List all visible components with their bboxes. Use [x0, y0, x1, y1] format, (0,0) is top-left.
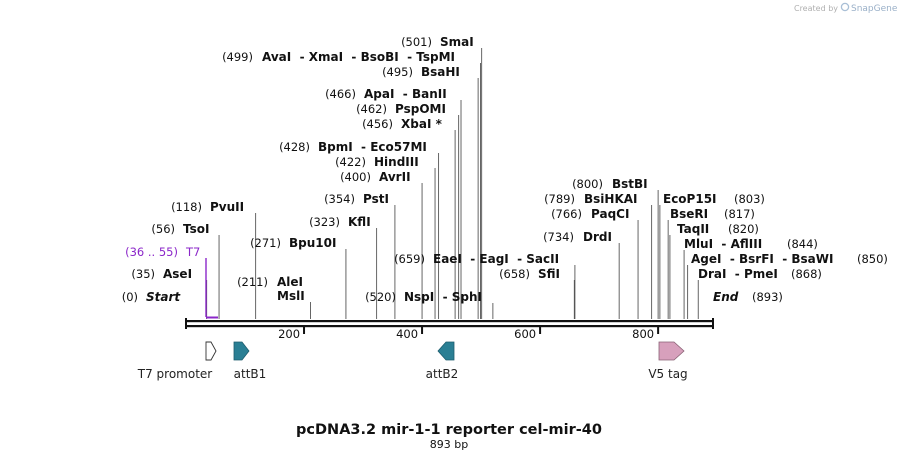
snapgene-credit: Created by SnapGene [794, 2, 898, 14]
site-name-msli: MslI [277, 289, 305, 303]
site-pos-start: (0) [122, 290, 138, 304]
site-name-agei: AgeI - BsrFI - BsaWI [691, 252, 833, 266]
primer-pos: (36 .. 55) [125, 245, 178, 259]
site-name-smai: SmaI [440, 35, 474, 49]
site-name-mlui: MluI - AflIII [684, 237, 762, 251]
site-pos-psppomi: (462) [356, 102, 387, 116]
scale-tick-label: 800 [632, 327, 654, 341]
site-name-hindiii: HindIII [374, 155, 419, 169]
feature-arrow-attb1 [233, 341, 250, 361]
site-name-pvuii: PvuII [210, 200, 244, 214]
site-name-eaei: EaeI - EagI - SacII [433, 252, 559, 266]
site-pos-sfii: (658) [499, 267, 530, 281]
site-pos-pvuii: (118) [171, 200, 202, 214]
cut-site-lines [206, 48, 699, 319]
site-name-xbai: XbaI * [401, 117, 443, 131]
map-subtitle: 893 bp [430, 438, 468, 451]
site-pos-bsihkai: (789) [544, 192, 575, 206]
site-name-start: Start [146, 290, 181, 304]
site-name-paqci: PaqCI [591, 207, 629, 221]
site-name-ecop15i: EcoP15I [663, 192, 717, 206]
site-pos-drdi: (734) [543, 230, 574, 244]
site-name-tsoi: TsoI [183, 222, 209, 236]
site-pos-agei: (850) [857, 252, 888, 266]
site-pos-hindiii: (422) [335, 155, 366, 169]
primer-t7: (36 .. 55) T7 [125, 245, 218, 319]
site-name-drdi: DrdI [583, 230, 612, 244]
site-name-bpu10i: Bpu10I [289, 236, 336, 250]
site-pos-tsoi: (56) [151, 222, 175, 236]
site-name-bsihkai: BsiHKAI [584, 192, 638, 206]
site-pos-bpu10i: (271) [250, 236, 281, 250]
scale-tick-label: 600 [514, 327, 536, 341]
site-name-nspi: NspI - SphI [404, 290, 482, 304]
feature-label-t7-promoter: T7 promoter [137, 367, 213, 381]
feature-arrow-attb2 [437, 341, 455, 361]
scale-tick-label: 200 [278, 327, 300, 341]
site-pos-bsahi: (495) [382, 65, 413, 79]
site-pos-xbai: (456) [362, 117, 393, 131]
site-name-alei: AleI [277, 275, 303, 289]
feature-attb1: attB1 [233, 341, 267, 381]
site-pos-end: (893) [752, 290, 783, 304]
site-pos-bseri: (817) [724, 207, 755, 221]
site-pos-bpmi: (428) [279, 140, 310, 154]
site-name-bpmi: BpmI - Eco57MI [318, 140, 427, 154]
site-name-bstbi: BstBI [612, 177, 648, 191]
site-name-drai: DraI - PmeI [698, 267, 778, 281]
enzyme-labels: (501) SmaI (499) AvaI - XmaI - BsoBI - T… [122, 35, 888, 304]
site-pos-paqci: (766) [551, 207, 582, 221]
site-name-end: End [713, 290, 739, 304]
site-pos-eaei: (659) [394, 252, 425, 266]
site-name-apai: ApaI - BanII [364, 87, 447, 101]
credit-brand: SnapGene [851, 4, 898, 14]
site-pos-bstbi: (800) [572, 177, 603, 191]
site-pos-mlui: (844) [787, 237, 818, 251]
site-name-pspomi: PspOMI [395, 102, 446, 116]
map-title: pcDNA3.2 mir-1-1 reporter cel-mir-40 [296, 422, 602, 438]
site-pos-ecop15i: (803) [734, 192, 765, 206]
feature-track: T7 promoter attB1 attB2 V5 tag [137, 341, 688, 381]
feature-v5-tag: V5 tag [648, 341, 688, 381]
site-pos-taqii: (820) [728, 222, 759, 236]
site-name-avrii: AvrII [379, 170, 411, 184]
snapgene-logo-icon [840, 2, 850, 12]
feature-label-v5-tag: V5 tag [648, 367, 687, 381]
scale-tick-label: 400 [396, 327, 418, 341]
site-pos-apai: (466) [325, 87, 356, 101]
site-name-sfii: SfiI [538, 267, 560, 281]
feature-arrow-v5-tag [658, 341, 685, 361]
feature-attb2: attB2 [426, 341, 459, 381]
feature-t7-promoter: T7 promoter [137, 341, 217, 381]
site-name-avai: AvaI - XmaI - BsoBI - TspMI [262, 50, 455, 64]
site-pos-alei: (211) [237, 275, 268, 289]
site-pos-nspi: (520) [365, 290, 396, 304]
site-pos-asei: (35) [131, 267, 155, 281]
site-name-bseri: BseRI [670, 207, 708, 221]
scale-ticks: 200 400 600 800 [278, 327, 660, 341]
site-name-psti: PstI [363, 192, 389, 206]
site-pos-kfli: (323) [309, 215, 340, 229]
site-pos-drai: (868) [791, 267, 822, 281]
site-pos-psti: (354) [324, 192, 355, 206]
sequence-backbone: 200 400 600 800 [185, 318, 714, 341]
site-name-asei: AseI [163, 267, 192, 281]
feature-label-attb1: attB1 [234, 367, 267, 381]
credit-prefix: Created by [794, 4, 838, 13]
site-pos-avai: (499) [222, 50, 253, 64]
primer-name: T7 [185, 245, 200, 259]
feature-label-attb2: attB2 [426, 367, 459, 381]
site-pos-avrii: (400) [340, 170, 371, 184]
feature-arrow-t7-promoter [205, 341, 217, 361]
site-pos-smai: (501) [401, 35, 432, 49]
site-name-taqii: TaqII [677, 222, 709, 236]
site-name-bsahi: BsaHI [421, 65, 460, 79]
site-name-kfli: KflI [348, 215, 371, 229]
